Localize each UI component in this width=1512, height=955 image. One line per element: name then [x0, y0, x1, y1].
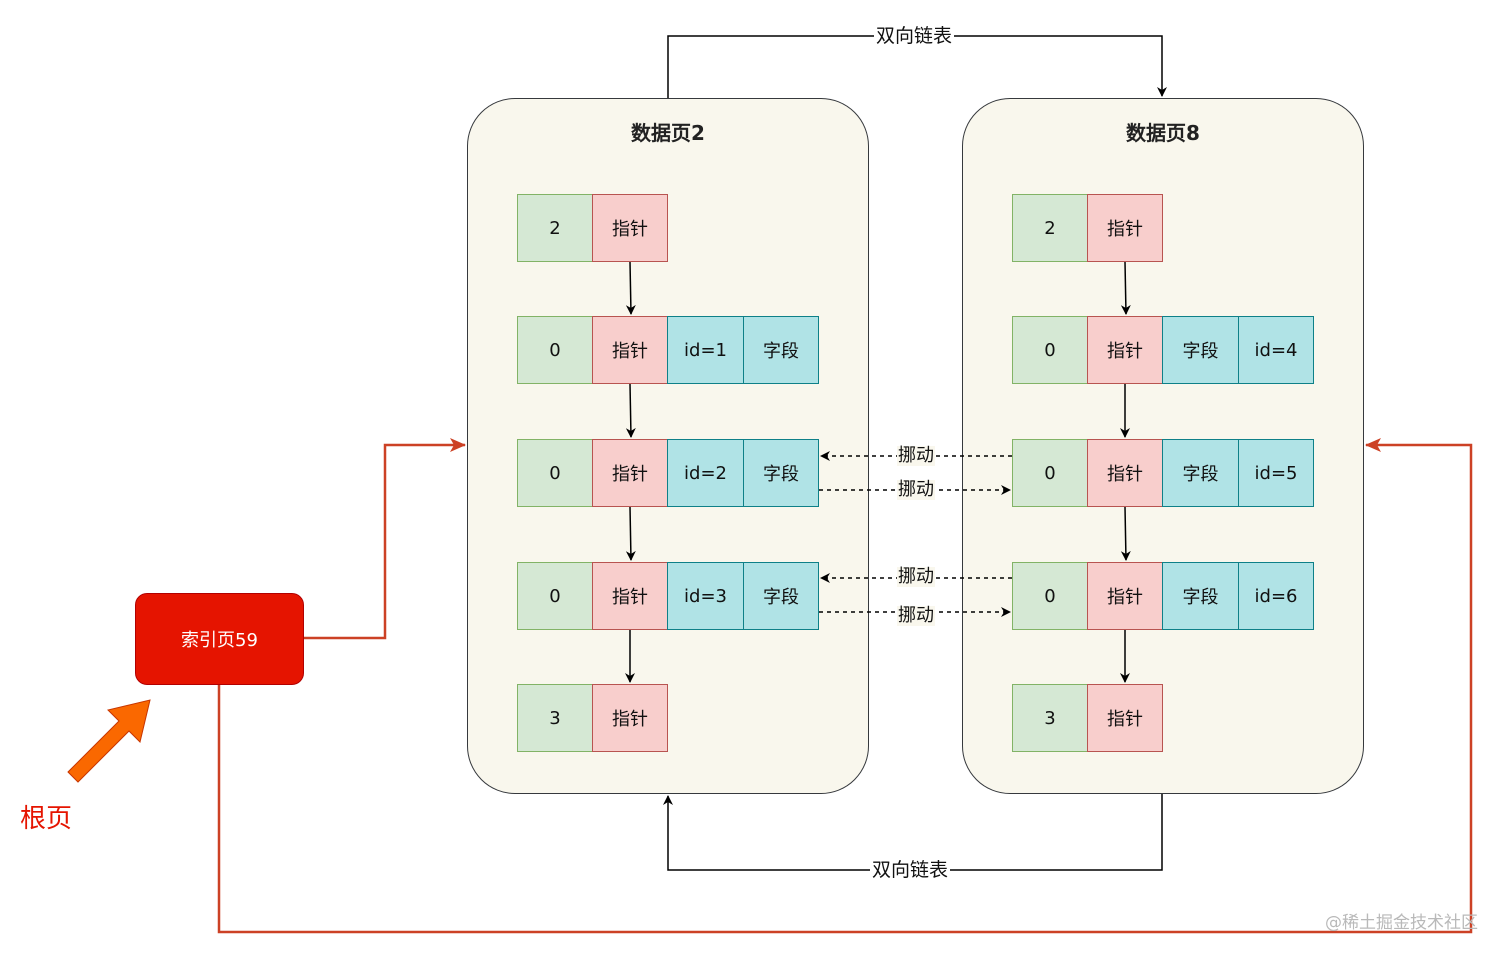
page2-row4-pointer: 指针: [592, 562, 668, 630]
page2-pointer-arrow-1: [625, 261, 636, 315]
page8-pointer-arrow-3: [1120, 506, 1131, 561]
page8-row2-field: 字段: [1162, 316, 1239, 384]
page2-row4-cell1: 0: [517, 562, 593, 630]
root-index-page: 索引页59: [135, 593, 304, 685]
page8-row3-field: 字段: [1162, 439, 1239, 507]
page8-row3-pointer: 指针: [1087, 439, 1163, 507]
page2-row2-id: id=1: [667, 316, 744, 384]
move-label-4: 挪动: [897, 605, 935, 626]
data-page-8-title: 数据页8: [1126, 121, 1200, 145]
root-to-page8-arrow: [217, 438, 1473, 934]
page2-row5-pointer: 指针: [592, 684, 668, 752]
page2-row5-cell1: 3: [517, 684, 593, 752]
root-page-label: 根页: [20, 804, 73, 834]
page8-row2-pointer: 指针: [1087, 316, 1163, 384]
page2-row3-field: 字段: [743, 439, 819, 507]
page2-row4-id: id=3: [667, 562, 744, 630]
page8-row3-id: id=5: [1238, 439, 1314, 507]
page2-row1-pointer: 指针: [592, 194, 668, 262]
page2-row2-field: 字段: [743, 316, 819, 384]
move-label-2: 挪动: [897, 479, 935, 500]
page8-row2-cell1: 0: [1012, 316, 1088, 384]
root-to-page2-arrow: [304, 438, 466, 640]
page2-row3-id: id=2: [667, 439, 744, 507]
page2-pointer-arrow-2: [625, 383, 636, 438]
page8-row5-cell1: 3: [1012, 684, 1088, 752]
page8-row1-cell1: 2: [1012, 194, 1088, 262]
watermark: @稀土掘金技术社区: [1325, 913, 1478, 933]
data-page-2-title: 数据页2: [631, 121, 705, 145]
page8-row2-id: id=4: [1238, 316, 1314, 384]
page8-row1-pointer: 指针: [1087, 194, 1163, 262]
bottom-link-label: 双向链表: [870, 859, 951, 881]
page2-row3-cell1: 0: [517, 439, 593, 507]
page2-pointer-arrow-3: [625, 506, 636, 561]
page8-row5-pointer: 指针: [1087, 684, 1163, 752]
top-link-label: 双向链表: [874, 25, 955, 47]
page8-row4-id: id=6: [1238, 562, 1314, 630]
page8-row4-cell1: 0: [1012, 562, 1088, 630]
move-label-1: 挪动: [897, 445, 935, 466]
page2-row4-field: 字段: [743, 562, 819, 630]
page8-pointer-arrow-1: [1120, 261, 1131, 315]
root-pointer-arrow: [67, 699, 151, 783]
move-label-3: 挪动: [897, 566, 935, 587]
